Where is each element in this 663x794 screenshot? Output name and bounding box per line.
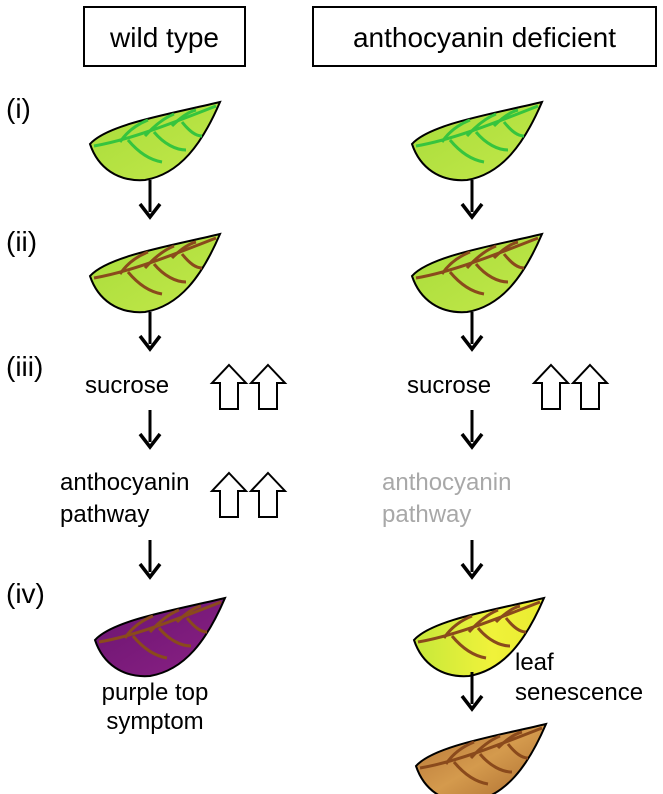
def-sucrose-label: sucrose bbox=[407, 372, 491, 399]
down-arrow-icon bbox=[138, 408, 162, 449]
up-arrow-icon bbox=[572, 364, 608, 410]
down-arrow-icon bbox=[460, 538, 484, 579]
wild-type-title: wild type bbox=[109, 22, 219, 53]
down-arrow-icon bbox=[460, 670, 484, 711]
up-arrow-icon bbox=[211, 472, 247, 518]
leaf-icon bbox=[89, 233, 221, 314]
down-arrow-icon bbox=[460, 178, 484, 219]
down-arrow-icon bbox=[138, 178, 162, 219]
down-arrow-icon bbox=[138, 538, 162, 579]
def-outcome-line1: leaf bbox=[515, 649, 554, 676]
up-arrow-icon bbox=[250, 472, 286, 518]
down-arrow-icon bbox=[460, 310, 484, 351]
wt-pathway-label-line2: pathway bbox=[60, 501, 149, 528]
def-pathway-label-line1: anthocyanin bbox=[382, 469, 511, 496]
step-label-i: (i) bbox=[6, 93, 31, 124]
wt-outcome-line2: symptom bbox=[106, 708, 203, 735]
def-outcome-line2: senescence bbox=[515, 679, 643, 706]
deficient-title: anthocyanin deficient bbox=[353, 22, 616, 53]
deficient-header: anthocyanin deficient bbox=[312, 6, 657, 67]
wt-sucrose-label: sucrose bbox=[85, 372, 169, 399]
leaf-icon bbox=[94, 597, 226, 678]
step-label-iii: (iii) bbox=[6, 351, 43, 382]
up-arrow-icon bbox=[250, 364, 286, 410]
leaf-icon bbox=[415, 723, 547, 794]
down-arrow-icon bbox=[460, 408, 484, 449]
up-arrow-icon bbox=[533, 364, 569, 410]
step-label-iv: (iv) bbox=[6, 578, 45, 609]
wild-type-header: wild type bbox=[83, 6, 246, 67]
wt-pathway-label-line1: anthocyanin bbox=[60, 469, 189, 496]
leaf-icon bbox=[89, 101, 221, 182]
leaf-icon bbox=[411, 233, 543, 314]
up-arrow-icon bbox=[211, 364, 247, 410]
leaf-icon bbox=[411, 101, 543, 182]
def-pathway-label-line2: pathway bbox=[382, 501, 471, 528]
step-label-ii: (ii) bbox=[6, 226, 37, 257]
down-arrow-icon bbox=[138, 310, 162, 351]
wt-outcome-line1: purple top bbox=[102, 679, 209, 706]
